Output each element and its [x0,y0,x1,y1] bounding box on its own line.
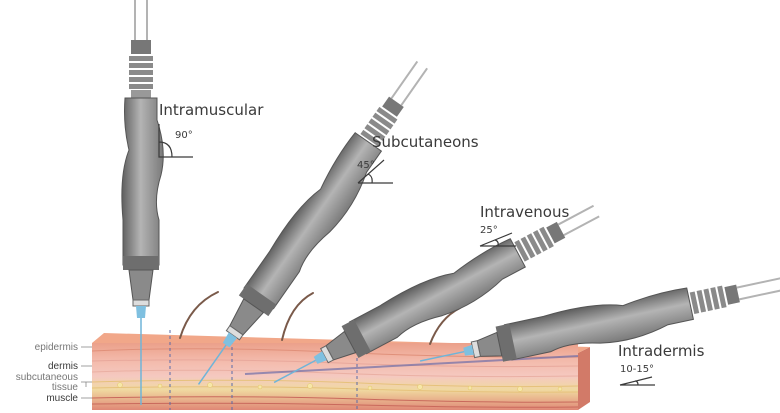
layer-labels: epidermis dermis subcutaneous tissue mus… [16,342,92,404]
layer-label-tissue: tissue [52,382,79,393]
injection-title: Intradermis [618,342,705,360]
handpiece-body [122,98,163,265]
handpiece-tip [129,270,153,300]
handpiece-body [243,131,386,311]
cable [737,278,780,287]
injection-title: Subcutaneons [372,133,479,151]
injection-title: Intramuscular [159,101,264,119]
skin-block-side [578,347,590,410]
angle-symbol-10-15 [620,377,655,385]
grip-rings [514,227,553,262]
layer-label-muscle: muscle [46,393,78,404]
layer-label-epidermis: epidermis [35,342,78,353]
cable [391,61,417,98]
label-intradermis: Intradermis 10-15° [618,342,705,385]
injection-title: Intravenous [480,203,569,221]
grip-rings [129,56,153,89]
injection-angle: 25° [480,225,498,236]
injection-angle: 10-15° [620,364,654,375]
layer-leader-lines [81,347,92,398]
grip-rings [690,286,727,314]
cable-connector [131,40,151,54]
layer-label-dermis: dermis [48,361,78,372]
injection-angle: 45° [357,160,375,171]
injection-angle: 90° [175,130,193,141]
label-intramuscular: Intramuscular 90° [159,101,264,157]
